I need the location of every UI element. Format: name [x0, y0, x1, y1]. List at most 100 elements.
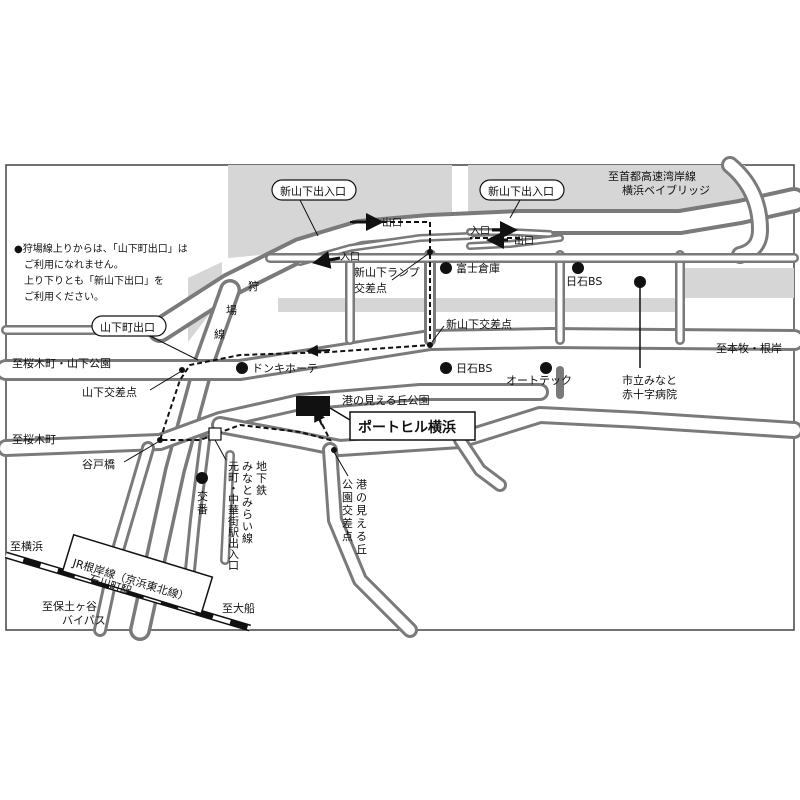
- place-nisseki-top: 日石BS: [566, 275, 602, 288]
- vertical-char: 園: [342, 491, 353, 504]
- vertical-char: 交: [342, 503, 353, 517]
- koban-char-1: 交: [197, 489, 208, 503]
- block-center-strip: [278, 298, 685, 312]
- place-autotec: オートテック: [506, 374, 572, 387]
- roads: [0, 156, 800, 641]
- dot-fuji-soko: [440, 262, 452, 274]
- subway-col-2: みなとみらい線: [242, 460, 253, 545]
- dest-hodogaya-1: 至保土ヶ谷: [42, 599, 97, 613]
- vertical-char: 差: [342, 516, 353, 530]
- int-yamashita: 山下交差点: [82, 385, 137, 399]
- place-hospital-1: 市立みなと: [622, 373, 677, 387]
- vertical-char: の: [356, 491, 367, 504]
- vertical-char: 点: [342, 530, 353, 543]
- dest-sakuragicho: 至桜木町: [12, 432, 56, 446]
- subway-col-3: 元町・中華街駅出入口: [228, 460, 239, 572]
- vertical-char: 中: [228, 493, 239, 506]
- kariba-char-2: 場: [226, 304, 237, 317]
- hotel-marker: [296, 396, 330, 416]
- int-shin-yamashita: 新山下交差点: [446, 317, 512, 331]
- vertical-char: 公: [342, 478, 353, 491]
- vertical-char: 町: [228, 471, 239, 484]
- koban-label: 交 番: [197, 489, 212, 516]
- dest-shuto-2: 横浜ベイブリッジ: [622, 183, 710, 197]
- vertical-char: 丘: [356, 543, 367, 556]
- intersection-dots: [157, 249, 433, 453]
- int-ramp-2: 交差点: [354, 281, 387, 295]
- subway-labels: 地下鉄 みなとみらい線 元町・中華街駅出入口: [228, 460, 267, 572]
- vertical-char: 街: [228, 514, 239, 528]
- jr-railway: [4, 533, 252, 632]
- place-fuji-soko: 富士倉庫: [456, 261, 500, 275]
- landmark-dots: [196, 262, 646, 484]
- dot-nisseki-bottom: [440, 362, 452, 374]
- ramp-entrance-right: 入口: [470, 226, 490, 237]
- callout-yamashitacho-exit: 山下町出口: [100, 320, 155, 334]
- vertical-char: る: [356, 530, 367, 543]
- vertical-char: 下: [256, 472, 267, 485]
- station-box: [61, 533, 214, 615]
- arrow-entrance-left: [312, 250, 341, 269]
- dest-hodogaya-2: バイパス: [62, 614, 106, 627]
- callout-shin-yamashita-right: 新山下出入口: [488, 184, 554, 198]
- dest-shuto-1: 至首都高速湾岸線: [608, 169, 696, 183]
- park-crossing-col-2: 公園交差点: [342, 478, 353, 543]
- park-crossing-label: 港の見える丘 公園交差点: [342, 478, 367, 556]
- place-donki: ドンキホーテ: [252, 362, 318, 375]
- ramp-exit-left: 出口: [382, 216, 402, 229]
- vertical-char: 元: [228, 460, 239, 473]
- dot-park-crossing: [331, 447, 337, 453]
- hotel-name: ポートヒル横浜: [358, 419, 456, 436]
- vertical-char: み: [242, 460, 253, 473]
- vertical-char: 口: [228, 559, 239, 572]
- int-yatoba: 谷戸橋: [82, 457, 115, 471]
- subway-entrance-marker: [208, 427, 222, 441]
- place-nisseki-bottom: 日石BS: [456, 362, 492, 375]
- callout-shin-yamashita-left: 新山下出入口: [280, 184, 346, 198]
- place-park: 港の見える丘公園: [342, 394, 430, 407]
- note-line-1: ●狩場線上りからは、「山下町出口」は: [14, 242, 188, 255]
- dot-ramp: [427, 249, 433, 255]
- intersections: 新山下ランプ 交差点 新山下交差点 山下交差点 谷戸橋: [82, 253, 512, 477]
- dot-koban: [196, 472, 208, 484]
- vertical-char: 線: [242, 531, 253, 545]
- vertical-char: 入: [228, 548, 239, 561]
- kariba-char-3: 線: [214, 327, 225, 341]
- dot-donki: [236, 362, 248, 374]
- vertical-char: 出: [228, 536, 239, 550]
- koban-char-2: 番: [197, 503, 208, 516]
- vertical-char: 鉄: [256, 483, 267, 497]
- places: 富士倉庫 日石BS ドンキホーテ 日石BS オートテック 市立みなと 赤十字病院…: [252, 261, 677, 407]
- vertical-char: な: [242, 472, 253, 485]
- ramp-exit-right: 出口: [514, 234, 534, 247]
- dot-yamashita: [179, 367, 185, 373]
- destinations: 至首都高速湾岸線 横浜ベイブリッジ 至本牧・根岸 至桜木町・山下公園 至桜木町 …: [10, 169, 782, 627]
- kariba-char-1: 狩: [248, 279, 259, 293]
- int-ramp-1: 新山下ランプ: [354, 265, 420, 279]
- vertical-char: 華: [228, 504, 239, 517]
- vertical-char: 港: [356, 478, 367, 491]
- kariba-label: 狩 場 線: [214, 279, 259, 341]
- dot-nisseki-top: [572, 262, 584, 274]
- dest-yokohama: 至横浜: [10, 539, 43, 553]
- note-line-2: ご利用になれません。: [24, 258, 124, 271]
- note-line-3: 上り下りとも「新山下出口」を: [24, 274, 164, 287]
- koban-text: 交 番: [197, 489, 212, 516]
- block-top-right: [468, 165, 745, 214]
- vertical-char: い: [242, 520, 253, 533]
- vertical-char: え: [356, 517, 367, 530]
- vertical-char: ・: [228, 482, 239, 495]
- subway-col-1: 地下鉄: [256, 460, 267, 497]
- park-crossing-col-1: 港の見える丘: [356, 478, 367, 556]
- vertical-char: と: [242, 484, 253, 497]
- dest-honmoku: 至本牧・根岸: [716, 341, 782, 355]
- note-line-4: ご利用ください。: [24, 290, 104, 303]
- dest-sakuragicho-yamashita: 至桜木町・山下公園: [12, 356, 111, 370]
- dot-shin-yamashita: [427, 342, 433, 348]
- vertical-char: み: [242, 496, 253, 509]
- ramp-entrance-left: 入口: [340, 252, 360, 263]
- vertical-char: ら: [242, 508, 253, 521]
- dest-ofuna: 至大船: [222, 601, 255, 615]
- note: ●狩場線上りからは、「山下町出口」は ご利用になれません。 上り下りとも「新山下…: [14, 242, 188, 303]
